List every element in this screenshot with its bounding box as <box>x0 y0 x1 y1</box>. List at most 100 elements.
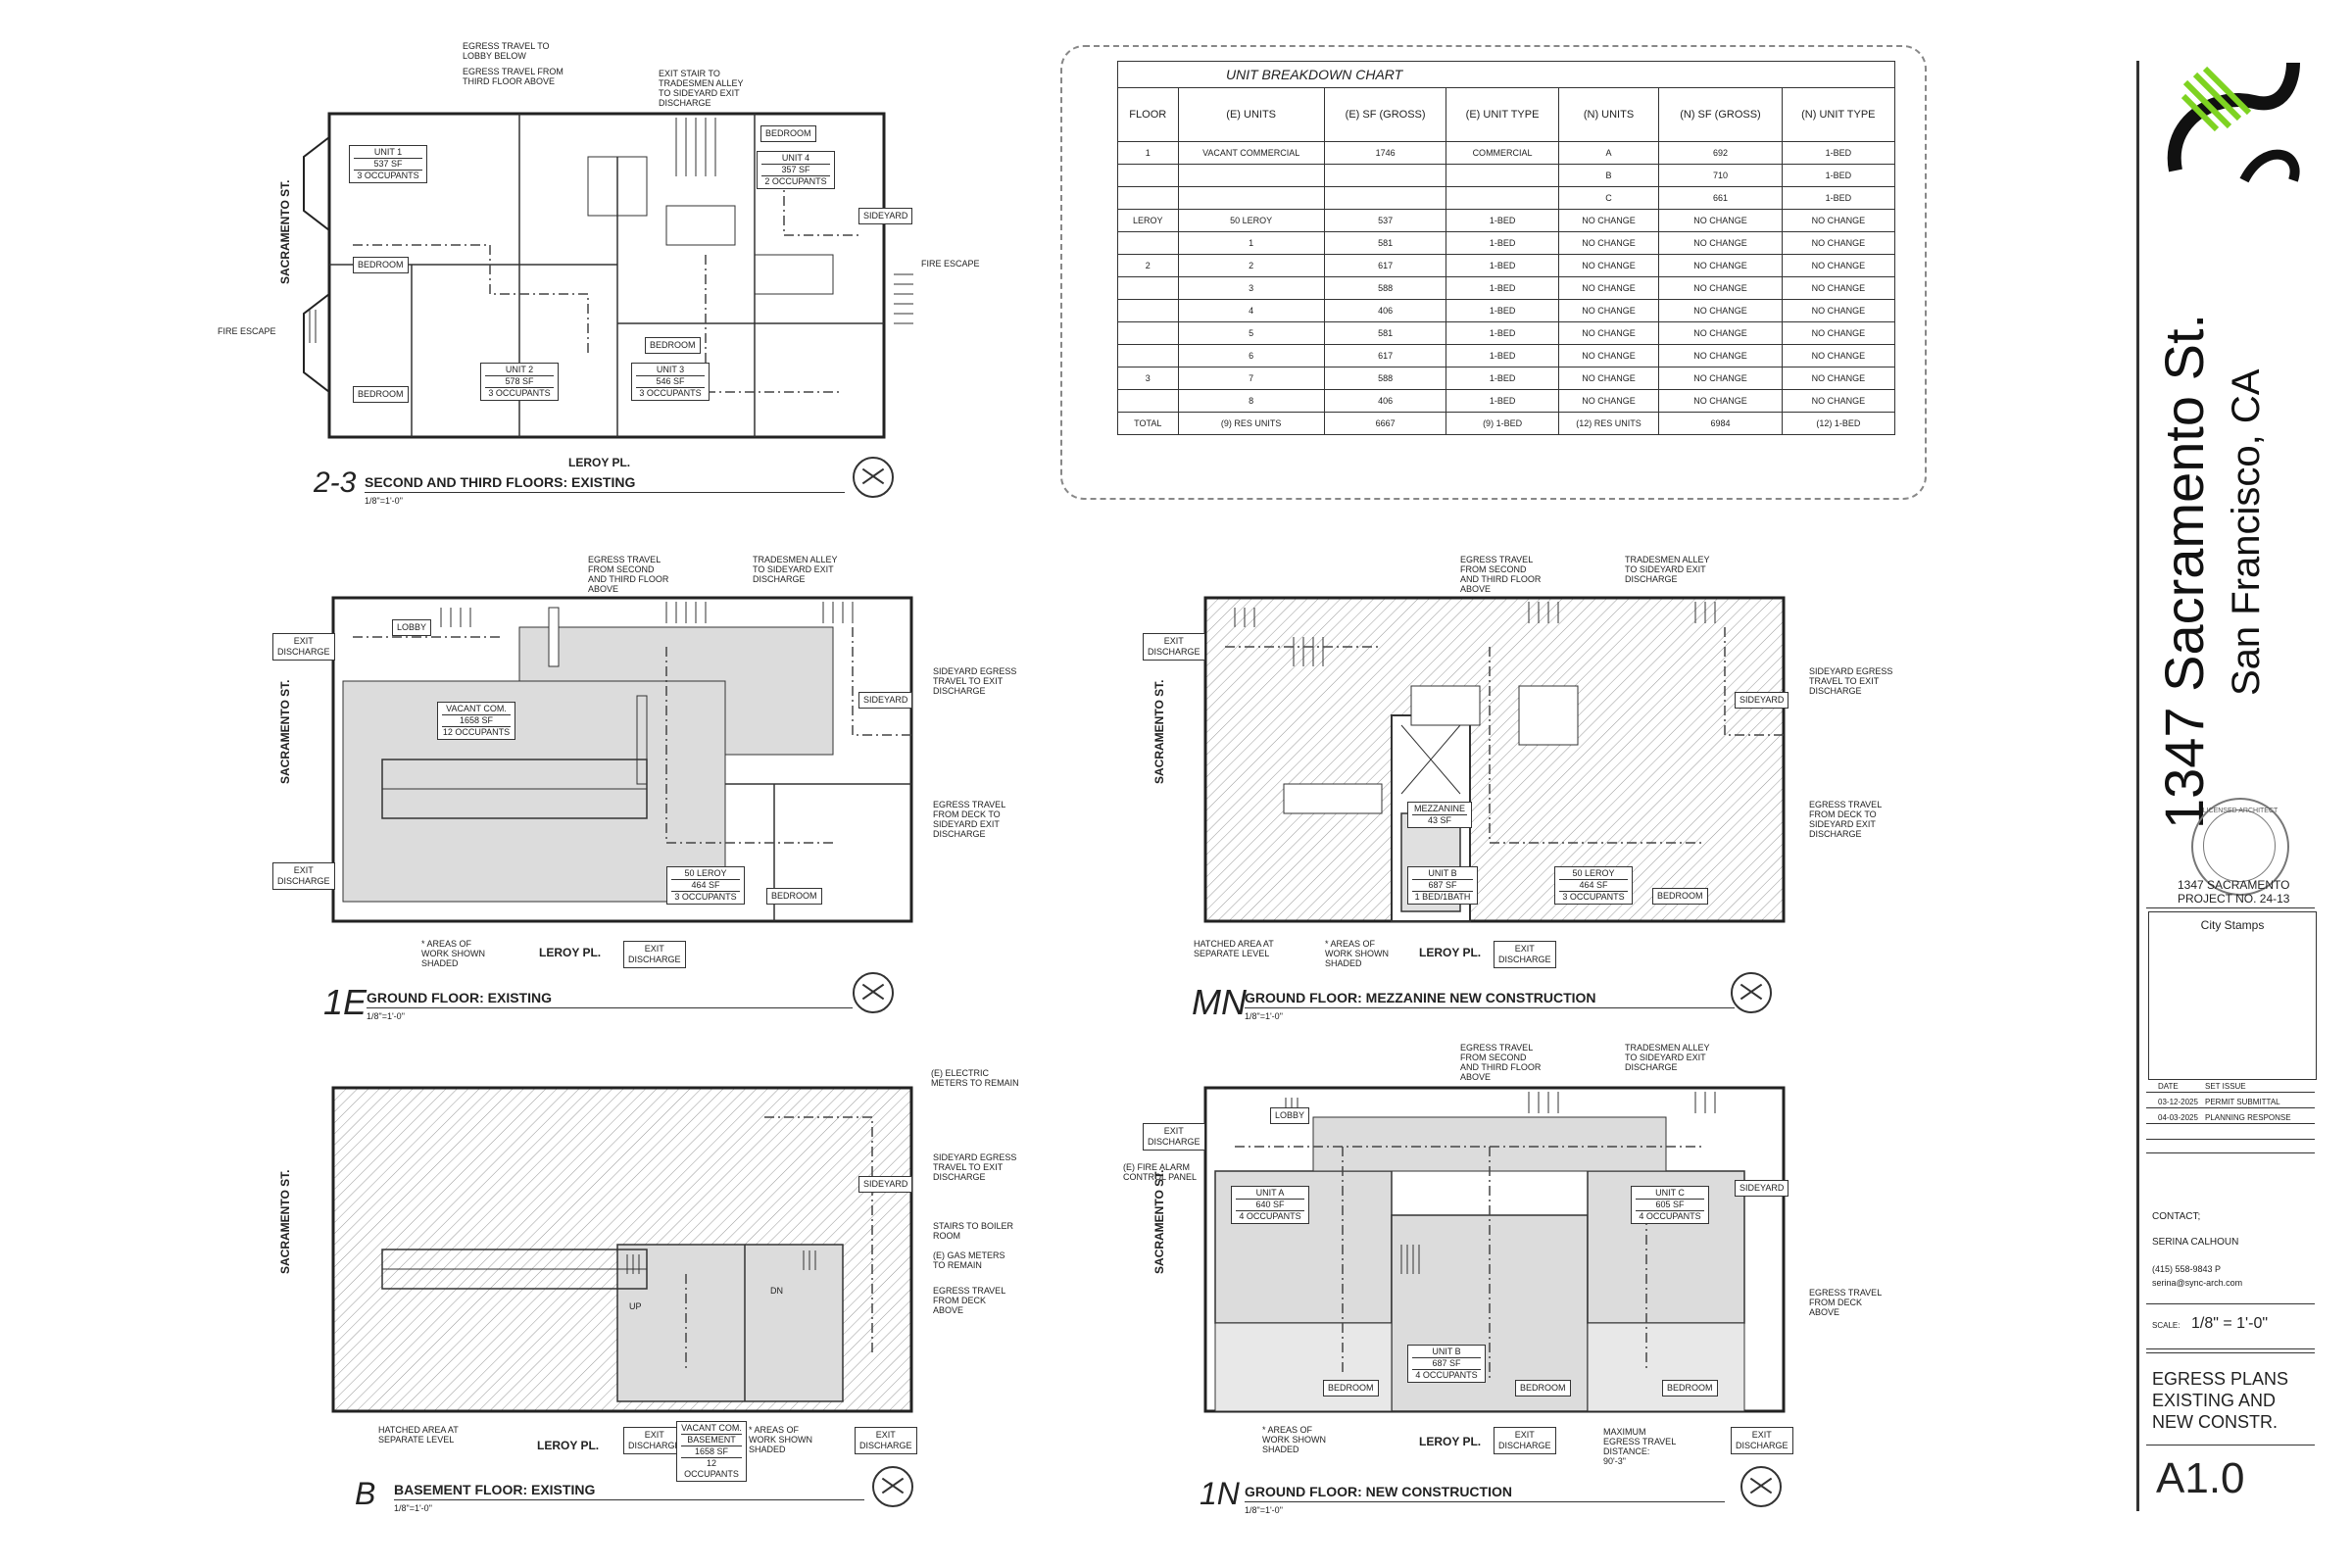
chart-cell: 1-BED <box>1446 367 1559 390</box>
chart-cell: NO CHANGE <box>1557 231 1660 255</box>
pb-note-boiler: STAIRS TO BOILER ROOM <box>933 1221 1014 1241</box>
chart-header-cell: (E) UNIT TYPE <box>1446 87 1559 142</box>
plan-mn-drawing <box>1203 596 1786 923</box>
chart-cell: NO CHANGE <box>1781 321 1896 345</box>
project-number: PROJECT NO. 24-13 <box>2178 892 2290 906</box>
p1e-lobby: LOBBY <box>392 619 432 636</box>
p23-note-lobby: EGRESS TRAVEL TO LOBBY BELOW <box>463 41 550 61</box>
p23-street-side: SACRAMENTO ST. <box>278 179 292 284</box>
p1n-exit-3: EXIT DISCHARGE <box>1731 1427 1793 1454</box>
architect-stamp: LICENSED ARCHITECT <box>2191 798 2289 896</box>
chart-cell <box>1117 389 1179 413</box>
sheet-number: A1.0 <box>2156 1454 2245 1502</box>
chart-cell: NO CHANGE <box>1781 209 1896 232</box>
chart-header-cell: (N) UNIT TYPE <box>1781 87 1896 142</box>
p1e-exit-1: EXIT DISCHARGE <box>272 633 335 661</box>
chart-total-cell: 6667 <box>1323 412 1447 435</box>
p1e-note-sideyard: SIDEYARD EGRESS TRAVEL TO EXIT DISCHARGE <box>933 666 1017 696</box>
pmn-note-sideyard: SIDEYARD EGRESS TRAVEL TO EXIT DISCHARGE <box>1809 666 1893 696</box>
p23-north-arrow <box>853 457 894 498</box>
pb-sideyard: SIDEYARD <box>858 1176 913 1193</box>
p1n-north-arrow <box>1740 1466 1782 1507</box>
chart-title: UNIT BREAKDOWN CHART <box>1117 61 1895 87</box>
chart-cell: 3 <box>1177 276 1325 300</box>
chart-cell: NO CHANGE <box>1658 367 1783 390</box>
chart-cell: 581 <box>1323 321 1447 345</box>
plan-1e-drawing <box>331 596 913 923</box>
title-block <box>2136 61 2326 1511</box>
pmn-sideyard: SIDEYARD <box>1735 692 1789 709</box>
pmn-north-arrow <box>1731 972 1772 1013</box>
chart-cell: NO CHANGE <box>1781 344 1896 368</box>
plan-1n-drawing <box>1203 1086 1786 1413</box>
pb-note-shaded: * AREAS OF WORK SHOWN SHADED <box>749 1425 812 1454</box>
p1n-title: 1N GROUND FLOOR: NEW CONSTRUCTION 1/8"=1… <box>1200 1476 1729 1519</box>
project-city: San Francisco, CA <box>2225 368 2268 696</box>
chart-cell: 3 <box>1117 367 1179 390</box>
chart-cell: 1-BED <box>1781 141 1896 165</box>
p1n-sideyard: SIDEYARD <box>1735 1180 1789 1197</box>
p1n-street-side: SACRAMENTO ST. <box>1152 1169 1166 1274</box>
chart-cell: NO CHANGE <box>1658 344 1783 368</box>
chart-cell: 1-BED <box>1446 299 1559 322</box>
chart-cell: NO CHANGE <box>1781 367 1896 390</box>
chart-cell: VACANT COMMERCIAL <box>1177 141 1325 165</box>
chart-cell: NO CHANGE <box>1781 389 1896 413</box>
chart-cell: 1-BED <box>1446 276 1559 300</box>
chart-cell: NO CHANGE <box>1658 231 1783 255</box>
chart-total-cell: (9) 1-BED <box>1446 412 1559 435</box>
chart-cell <box>1177 164 1325 187</box>
chart-cell: NO CHANGE <box>1658 299 1783 322</box>
pb-title: B BASEMENT FLOOR: EXISTING 1/8"=1'-0" <box>355 1476 864 1519</box>
pb-north-arrow <box>872 1466 913 1507</box>
pb-street-side: SACRAMENTO ST. <box>278 1169 292 1274</box>
chart-cell: NO CHANGE <box>1557 389 1660 413</box>
chart-cell: 1746 <box>1323 141 1447 165</box>
p1n-lobby: LOBBY <box>1270 1107 1310 1124</box>
contact-email: serina@sync-arch.com <box>2152 1278 2243 1288</box>
p1e-note-deck: EGRESS TRAVEL FROM DECK TO SIDEYARD EXIT… <box>933 800 1006 839</box>
chart-cell: NO CHANGE <box>1557 299 1660 322</box>
p1e-exit-3: EXIT DISCHARGE <box>623 941 686 968</box>
plan-b-drawing <box>331 1086 913 1413</box>
p23-title: 2-3 SECOND AND THIRD FLOORS: EXISTING 1/… <box>314 466 845 510</box>
pmn-exit-2: EXIT DISCHARGE <box>1494 941 1556 968</box>
chart-cell <box>1177 186 1325 210</box>
p1n-note-max-travel: MAXIMUM EGRESS TRAVEL DISTANCE: 90'-3" <box>1603 1427 1677 1466</box>
chart-cell: 50 LEROY <box>1177 209 1325 232</box>
pmn-exit-1: EXIT DISCHARGE <box>1143 633 1205 661</box>
chart-cell: 661 <box>1658 186 1783 210</box>
pmn-street-bottom: LEROY PL. <box>1419 946 1482 959</box>
pmn-note-tradesmen: TRADESMEN ALLEY TO SIDEYARD EXIT DISCHAR… <box>1625 555 1710 584</box>
pb-street-bottom: LEROY PL. <box>537 1439 600 1452</box>
chart-cell: NO CHANGE <box>1781 276 1896 300</box>
chart-cell: B <box>1557 164 1660 187</box>
chart-header-cell: FLOOR <box>1117 87 1179 142</box>
chart-cell: NO CHANGE <box>1658 389 1783 413</box>
p23-street-bottom: LEROY PL. <box>568 456 631 469</box>
p1e-north-arrow <box>853 972 894 1013</box>
chart-cell: NO CHANGE <box>1781 231 1896 255</box>
p1e-note-egress: EGRESS TRAVEL FROM SECOND AND THIRD FLOO… <box>588 555 669 594</box>
chart-cell: 1-BED <box>1446 344 1559 368</box>
chart-cell: A <box>1557 141 1660 165</box>
sheet-title: EGRESS PLANS EXISTING AND NEW CONSTR. <box>2152 1369 2289 1432</box>
chart-cell: NO CHANGE <box>1557 276 1660 300</box>
chart-cell: 710 <box>1658 164 1783 187</box>
p1e-bedroom: BEDROOM <box>766 888 822 905</box>
chart-cell: LEROY <box>1117 209 1179 232</box>
chart-header-cell: (E) SF (GROSS) <box>1323 87 1447 142</box>
pmn-bedroom: BEDROOM <box>1652 888 1708 905</box>
chart-cell: 692 <box>1658 141 1783 165</box>
chart-cell <box>1117 164 1179 187</box>
